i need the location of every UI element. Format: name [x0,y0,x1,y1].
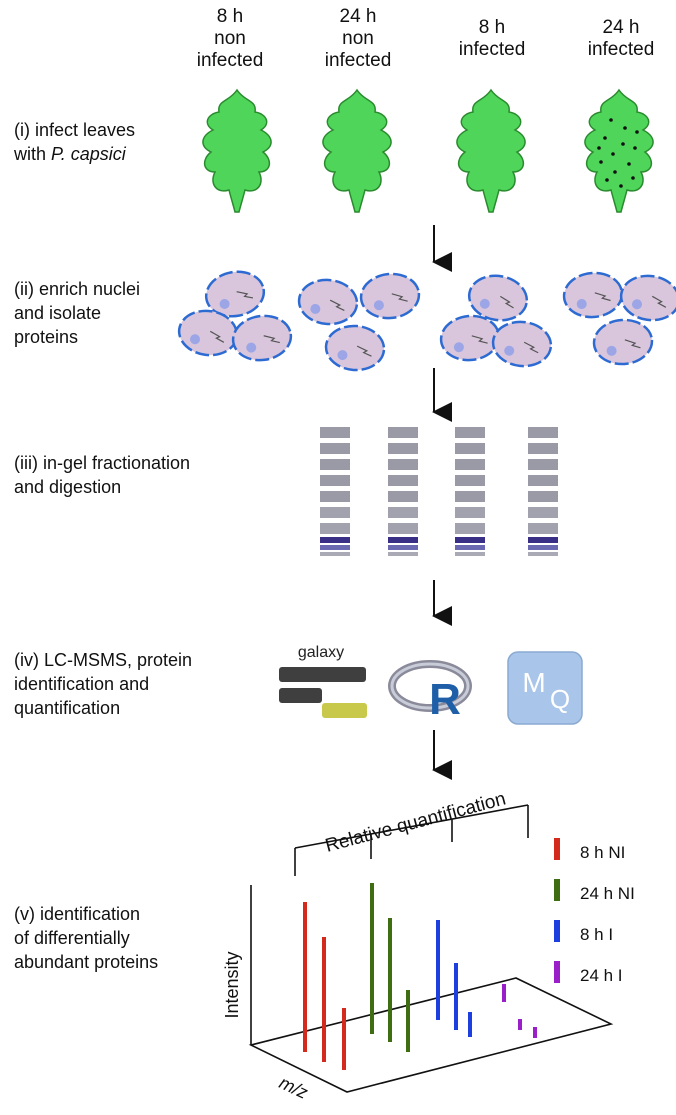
legend-label: 8 h I [580,925,613,944]
step-4-label: (iv) LC-MSMS, protein identification and… [14,650,193,718]
column-time: 8 h [478,17,506,38]
nuclei-group-2 [295,269,423,374]
leaf-icon-8h-infected [456,89,526,213]
column-status: infected [587,39,655,60]
leaf-icon-24h-infected [584,89,654,213]
nuclei-group-1 [174,266,296,366]
column-time: 8 h [216,6,244,27]
step-5-label: (v) identification of differentially abu… [14,904,159,972]
x-axis-label: m/z [276,1072,311,1102]
svg-text:Relative quantification: Relative quantification [323,788,508,856]
legend-label: 24 h I [580,966,623,985]
column-status: infected [324,50,392,71]
svg-text:M: M [522,667,545,698]
nuclei-group-3 [437,270,555,371]
svg-text:R: R [429,675,461,724]
legend-label: 24 h NI [580,884,635,903]
gel-lane-1 [320,427,350,556]
peaks-8h-ni [303,902,346,1070]
column-header-4: 24 h infected [566,17,676,61]
column-header-2: 24 h non infected [303,6,413,72]
leaf-icon-8h-non-infected [202,89,272,213]
column-header-3: 8 h infected [437,17,547,61]
column-header-1: 8 h non infected [175,6,285,72]
legend-label: 8 h NI [580,843,625,862]
column-status: non [214,28,246,49]
svg-text:galaxy: galaxy [298,644,344,661]
column-status: infected [196,50,264,71]
r-logo-icon: R [388,660,472,724]
step-2-label: (ii) enrich nuclei and isolate proteins [14,279,141,347]
step-3-label: (iii) in-gel fractionation and digestion [14,453,191,497]
nuclei-group-4 [560,269,676,368]
legend-swatch [554,838,560,860]
svg-text:Q: Q [550,684,570,714]
relative-quantification-bracket: Relative quantification [294,788,529,876]
leaf-icon-24h-non-infected [322,89,392,213]
peaks-24h-i [502,984,537,1038]
step-1-label: (i) infect leaves with P. capsici [14,120,136,164]
maxquant-logo-icon: M Q [507,651,583,725]
gel-lane-4 [528,427,558,556]
peaks-8h-i [436,920,472,1037]
column-status: non [342,28,374,49]
legend: 8 h NI 24 h NI 8 h I 24 h I [554,838,635,985]
gel-lane-3 [455,427,485,556]
peaks-24h-ni [370,883,410,1052]
legend-swatch [554,879,560,901]
galaxy-logo-icon: galaxy [279,644,367,718]
gel-lane-2 [388,427,418,556]
column-time: 24 h [339,6,377,27]
column-status: infected [458,39,526,60]
legend-swatch [554,961,560,983]
y-axis-label: Intensity [222,951,242,1018]
legend-swatch [554,920,560,942]
plot-axes [248,885,614,1093]
column-time: 24 h [602,17,640,38]
